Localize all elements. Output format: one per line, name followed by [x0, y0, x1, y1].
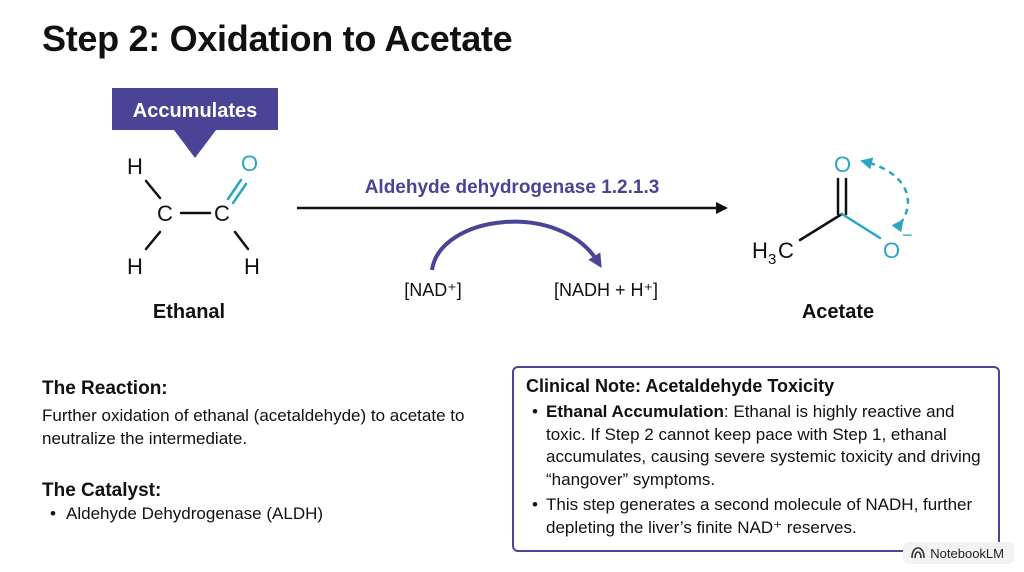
acetate-bonds — [798, 177, 882, 242]
acetate-atom-ch3-h: H — [752, 238, 768, 263]
acetate-structure: O H 3 C O − — [752, 152, 913, 268]
reaction-heading: The Reaction: — [42, 378, 168, 399]
acetate-atom-ch3-c: C — [778, 238, 794, 263]
page-title: Step 2: Oxidation to Acetate — [42, 18, 513, 59]
catalyst-list: Aldehyde Dehydrogenase (ALDH) — [46, 503, 323, 525]
catalyst-item: Aldehyde Dehydrogenase (ALDH) — [46, 503, 323, 525]
clinical-note-item-bold: Ethanal Accumulation — [546, 402, 724, 421]
ethanal-atom-h-bottom-right: H — [244, 254, 260, 279]
resonance-arrow — [860, 157, 910, 233]
clinical-note-item: Ethanal Accumulation: Ethanal is highly … — [526, 401, 986, 491]
clinical-note-item: This step generates a second molecule of… — [526, 494, 986, 539]
acetate-atom-ch3-sub: 3 — [768, 251, 776, 268]
ethanal-atom-h-top: H — [127, 154, 143, 179]
cofactor-arrow — [430, 219, 602, 271]
reaction-description: Further oxidation of ethanal (acetaldehy… — [42, 406, 465, 448]
enzyme-label: Aldehyde dehydrogenase 1.2.1.3 — [365, 177, 660, 198]
acetate-charge: − — [902, 225, 913, 245]
acetate-atom-o-minus: O — [883, 238, 900, 263]
cofactor-in-label: [NAD⁺] — [404, 280, 462, 300]
reaction-diagram: Accumulates H C C O H H Ethanal Aldehyde… — [112, 88, 913, 323]
notebooklm-badge[interactable]: NotebookLM — [903, 542, 1014, 564]
acetate-atom-o-top: O — [834, 152, 851, 177]
clinical-note-box: Clinical Note: Acetaldehyde Toxicity Eth… — [512, 366, 1000, 552]
accumulates-callout: Accumulates — [112, 88, 278, 158]
clinical-note-item-text: : Ethanal is highly reactive and toxic. … — [546, 402, 981, 489]
cofactor-out-label: [NADH + H⁺] — [554, 280, 658, 300]
reactant-label: Ethanal — [153, 301, 225, 323]
ethanal-bonds — [144, 178, 250, 251]
ethanal-atom-c-left: C — [157, 201, 173, 226]
notebooklm-label: NotebookLM — [930, 545, 1004, 561]
clinical-note-title: Clinical Note: Acetaldehyde Toxicity — [526, 376, 835, 396]
clinical-note-list: Ethanal Accumulation: Ethanal is highly … — [526, 401, 986, 539]
catalyst-heading: The Catalyst: — [42, 480, 162, 501]
product-label: Acetate — [802, 301, 874, 323]
ethanal-atom-h-bottom-left: H — [127, 254, 143, 279]
ethanal-atom-o: O — [241, 151, 258, 176]
ethanal-atom-c-right: C — [214, 201, 230, 226]
ethanal-structure: H C C O H H — [127, 151, 260, 279]
accumulates-label: Accumulates — [133, 100, 258, 122]
notebooklm-icon — [911, 547, 926, 559]
